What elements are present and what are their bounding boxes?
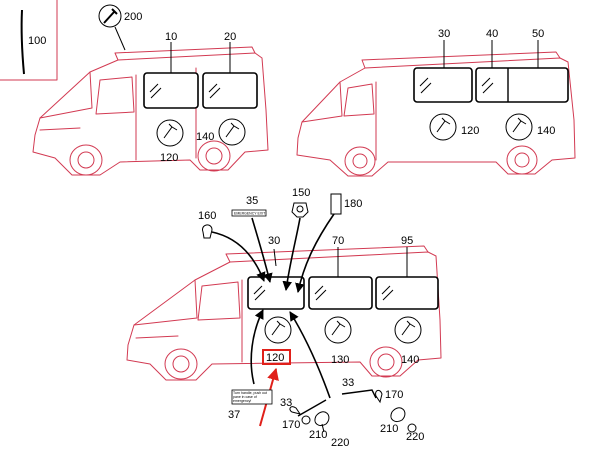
label-33: 33	[280, 397, 292, 409]
label-140: 140	[196, 131, 214, 143]
rod-part	[297, 399, 327, 417]
window-30	[413, 67, 473, 103]
hammer-symbol-icon	[156, 119, 184, 147]
wrench-icon	[98, 4, 122, 28]
emergency-exit-sign	[231, 209, 267, 217]
window-140	[375, 276, 439, 310]
window-130	[308, 276, 373, 310]
emergency-exit-text: EMERGENCY EXIT	[234, 212, 266, 216]
label-100: 100	[28, 35, 46, 47]
label-210: 210	[380, 423, 398, 435]
washer-part	[407, 423, 417, 433]
label-150: 150	[292, 187, 310, 199]
label-33: 33	[342, 377, 354, 389]
label-140: 140	[401, 354, 419, 366]
label-180: 180	[344, 198, 362, 210]
label-210: 210	[309, 429, 327, 441]
rod-part	[341, 389, 377, 399]
label-170: 170	[282, 419, 300, 431]
bolt-part	[375, 389, 383, 404]
label-70: 70	[332, 235, 344, 247]
label-30: 30	[268, 235, 280, 247]
label-95: 95	[401, 235, 413, 247]
label-37: 37	[228, 409, 240, 421]
label-200: 200	[124, 11, 142, 23]
knob-part	[314, 411, 330, 427]
hammer-symbol-icon	[505, 113, 533, 141]
label-130: 130	[331, 354, 349, 366]
label-160: 160	[198, 210, 216, 222]
van-1: 10 20 120 140 200	[32, 4, 269, 176]
item-100-box: 100	[0, 0, 58, 81]
window-40-50	[475, 67, 569, 103]
hammer-placard-text: Turn handle, push out pane in case of em…	[233, 391, 267, 403]
van-3: 30 70 95 130 140 120	[126, 235, 442, 427]
label-170: 170	[385, 389, 403, 401]
hammer-symbol-icon	[218, 118, 246, 146]
washer-part	[301, 415, 311, 425]
nut-icon	[291, 202, 309, 218]
accessory-parts: 35 EMERGENCY EXIT 150 180 160	[198, 187, 362, 399]
highlight-box-120	[262, 349, 291, 365]
hammer-symbol-icon	[394, 316, 422, 344]
hammer-symbol-icon	[429, 113, 457, 141]
bolt-part	[289, 406, 302, 415]
cap-part-icon	[202, 224, 213, 239]
label-120: 120	[160, 152, 178, 164]
hammer-symbol-icon	[324, 316, 352, 344]
label-40: 40	[486, 28, 498, 40]
van-2: 30 40 50 120 140	[296, 28, 576, 177]
label-120-highlighted: 120	[266, 352, 284, 364]
label-10: 10	[165, 31, 177, 43]
label-20: 20	[224, 31, 236, 43]
hammer-placard	[231, 389, 273, 405]
window-120	[247, 276, 305, 310]
knob-part	[390, 407, 406, 423]
label-30: 30	[438, 28, 450, 40]
label-35: 35	[246, 195, 258, 207]
label-220: 220	[406, 431, 424, 443]
hammer-symbol-icon	[264, 316, 292, 344]
label-50: 50	[532, 28, 544, 40]
label-140: 140	[537, 125, 555, 137]
lower-parts: Turn handle, push out pane in case of em…	[228, 377, 424, 449]
cover-part-icon	[330, 193, 342, 215]
label-120: 120	[461, 125, 479, 137]
label-220: 220	[331, 437, 349, 449]
